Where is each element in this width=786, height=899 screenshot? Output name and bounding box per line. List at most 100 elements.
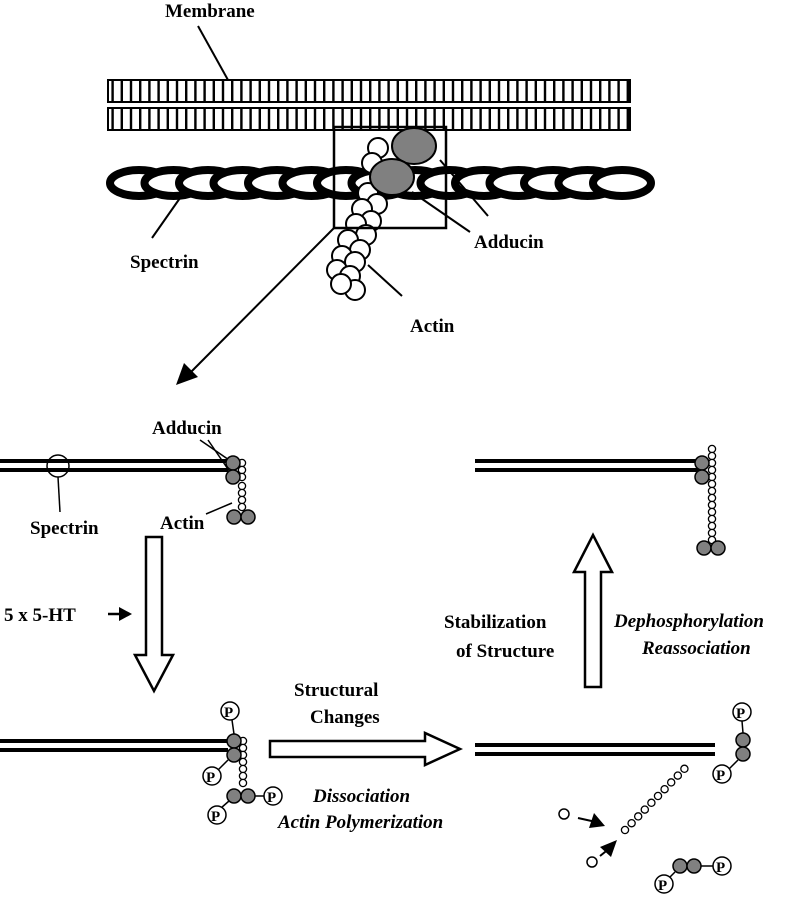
actin-monomer <box>707 465 717 475</box>
spectrin-filament <box>0 739 228 752</box>
monomer-arrowhead <box>600 840 617 857</box>
membrane <box>107 79 631 131</box>
actin-monomer <box>640 805 650 814</box>
adducin-subunit <box>226 733 242 749</box>
actin-monomer <box>680 764 689 774</box>
svg-text:P: P <box>206 770 215 786</box>
actin-monomer <box>707 451 717 461</box>
adducin-subunit <box>391 127 437 165</box>
spectrin-ring <box>589 166 655 200</box>
adducin-subunit <box>672 858 688 874</box>
top-panel: Membrane Spectrin Adducin Actin <box>106 1 655 385</box>
adducin-subunit <box>735 732 751 748</box>
up-arrow <box>571 532 615 689</box>
stabilization-label: Stabilization <box>444 612 547 633</box>
adducin-subunit <box>240 788 256 804</box>
svg-text:P: P <box>658 878 667 894</box>
zoom-arrow <box>184 227 335 379</box>
actin-monomer <box>238 757 248 767</box>
phosphate-group: P <box>255 786 283 806</box>
spectrin-pointer <box>57 476 61 513</box>
zoom-arrowhead <box>176 363 198 385</box>
actin-monomer <box>330 273 352 295</box>
actin-pointer <box>205 502 233 515</box>
actin-monomer <box>620 825 630 835</box>
phosphate-group: P <box>712 759 739 784</box>
actin-monomer <box>707 507 717 517</box>
stage-dissociated: P P P P <box>475 702 752 894</box>
phosphate-group: P <box>654 871 676 894</box>
actin-monomer <box>633 812 643 821</box>
actin-monomer <box>237 481 247 491</box>
zoom-box <box>332 125 448 230</box>
actin-monomer <box>237 465 247 475</box>
monomer-arrowhead <box>589 813 605 828</box>
actin-monomer <box>707 486 717 496</box>
adducin-pointer <box>207 439 233 476</box>
reassociation-label: Reassociation <box>641 638 751 659</box>
adducin-subunit <box>225 469 241 485</box>
phosphate-group: P <box>207 800 230 825</box>
actin-monomer <box>653 791 663 801</box>
actin-polymerization-label: Actin Polymerization <box>277 812 443 833</box>
adducin-subunit <box>226 788 242 804</box>
actin-monomer <box>707 521 717 531</box>
actin-monomer <box>586 856 598 868</box>
spectrin-chain <box>106 166 655 200</box>
membrane-label: Membrane <box>165 1 255 22</box>
actin-monomer <box>707 514 717 524</box>
svg-text:P: P <box>716 860 725 876</box>
adducin-subunit <box>225 455 241 471</box>
right-arrow <box>268 731 464 767</box>
adducin-subunit <box>226 747 242 763</box>
adducin-subunit <box>710 540 726 556</box>
stage-phosphorylated: P P P P <box>0 701 283 825</box>
structural-changes-label: Changes <box>310 707 380 728</box>
phosphate-group: P <box>202 759 229 786</box>
actin-monomer <box>660 784 669 794</box>
dissociation-label: Dissociation <box>312 786 410 807</box>
svg-text:P: P <box>736 706 745 722</box>
adducin-subunit <box>694 469 710 485</box>
svg-text:P: P <box>267 790 276 806</box>
adducin-subunit <box>735 746 751 762</box>
adducin-subunit <box>369 158 415 196</box>
structural-changes-label: Structural <box>294 680 378 701</box>
actin-monomer <box>647 798 656 808</box>
actin-monomer <box>238 778 248 788</box>
actin-monomer <box>666 778 676 787</box>
spectrin-pointer <box>151 197 181 239</box>
adducin-pointer <box>439 159 489 217</box>
actin-monomer <box>237 488 247 498</box>
actin-monomer <box>707 479 717 489</box>
actin-monomer <box>237 502 247 512</box>
adducin-subunit <box>696 540 712 556</box>
actin-monomer <box>238 764 248 774</box>
svg-text:P: P <box>224 705 233 721</box>
adducin-label: Adducin <box>152 418 222 439</box>
adducin-label: Adducin <box>474 232 544 253</box>
spectrin-marker-circle <box>46 454 70 478</box>
spectrin-filament <box>475 459 700 472</box>
actin-monomer <box>707 493 717 503</box>
actin-monomer <box>238 743 248 753</box>
adducin-subunit <box>226 509 242 525</box>
dephosphorylation-label: Dephosphorylation <box>613 611 764 632</box>
phosphate-group: P <box>732 702 752 734</box>
actin-monomer <box>707 500 717 510</box>
actin-monomer <box>558 808 570 820</box>
svg-text:P: P <box>211 809 220 825</box>
actin-label: Actin <box>410 316 455 337</box>
actin-pointer <box>367 264 403 297</box>
actin-monomer <box>673 771 683 780</box>
spectrin-filament <box>0 459 228 472</box>
actin-label: Actin <box>160 513 205 534</box>
actin-filament <box>620 764 689 835</box>
adducin-subunit <box>686 858 702 874</box>
svg-text:P: P <box>716 768 725 784</box>
down-arrow <box>132 535 176 694</box>
actin-monomer <box>707 528 717 538</box>
stage-restored <box>475 444 726 556</box>
stabilization-label: of Structure <box>456 641 554 662</box>
